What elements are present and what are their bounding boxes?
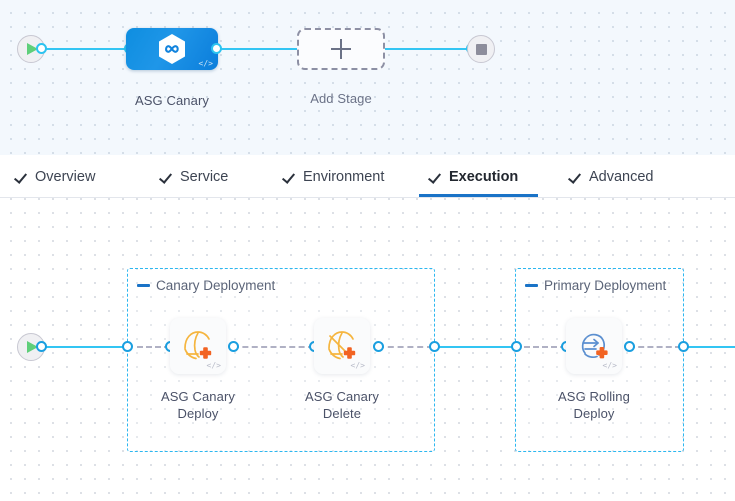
step-label-asg-rolling-deploy: ASG Rolling Deploy [558, 389, 630, 421]
connector-dot-start[interactable] [36, 43, 47, 54]
wire-step1-to-step2 [233, 346, 314, 348]
tab-advanced[interactable]: Advanced [570, 155, 654, 198]
group-title: Canary Deployment [156, 278, 276, 293]
tab-service[interactable]: Service [161, 155, 228, 198]
stage-canvas[interactable]: </> ASG Canary Add Stage [0, 0, 735, 155]
stage-card-asg-canary[interactable]: </> [126, 28, 218, 70]
check-icon [161, 171, 173, 183]
execution-canvas[interactable]: Canary Deployment Primary Deployment [0, 198, 735, 501]
wire-group2-to-next [686, 346, 735, 348]
stop-icon [475, 43, 487, 55]
active-tab-underline [419, 194, 538, 197]
group-label-canary-deployment[interactable]: Canary Deployment [137, 278, 275, 293]
step-code-badge: </> [350, 361, 365, 370]
wire-group1-to-group2 [437, 346, 518, 348]
step-code-badge: </> [602, 361, 617, 370]
wire-exec-start-to-group1 [40, 346, 132, 348]
step-code-badge: </> [206, 361, 221, 370]
plus-icon [331, 39, 351, 59]
connector-dot-step2-out[interactable] [373, 341, 384, 352]
step-label-asg-canary-deploy: ASG Canary Deploy [161, 389, 235, 421]
play-icon [27, 43, 38, 55]
step-label-asg-canary-delete: ASG Canary Delete [305, 389, 379, 421]
group-label-primary-deployment[interactable]: Primary Deployment [525, 278, 666, 293]
step-card-asg-canary-deploy[interactable]: </> [170, 318, 226, 374]
connector-dot-step1-out[interactable] [228, 341, 239, 352]
group-title: Primary Deployment [544, 278, 667, 293]
connector-dot-exec-start[interactable] [36, 341, 47, 352]
wire-step3-to-group2-out [629, 346, 681, 348]
step-card-asg-canary-delete[interactable]: </> [314, 318, 370, 374]
minus-icon[interactable] [525, 284, 538, 287]
connector-dot-stage-out[interactable] [211, 43, 222, 54]
asg-rolling-deploy-icon [581, 333, 608, 359]
wire-group2-in-to-step3 [524, 346, 566, 348]
wire-group1-in-to-step1 [137, 346, 170, 348]
connector-dot-step3-out[interactable] [624, 341, 635, 352]
connector-dot-group2-in[interactable] [511, 341, 522, 352]
connector-dot-group2-out[interactable] [678, 341, 689, 352]
wire-stage-to-addstage [216, 48, 303, 50]
asg-canary-deploy-icon [184, 331, 212, 360]
wire-addstage-to-end [380, 48, 475, 50]
wire-start-to-stage [40, 48, 130, 50]
check-icon [570, 171, 582, 183]
wire-step2-to-group1-out [378, 346, 433, 348]
stage-label-asg-canary: ASG Canary [135, 93, 209, 108]
check-icon [16, 171, 28, 183]
pipeline-end-node[interactable] [467, 35, 495, 63]
asg-canary-delete-icon [328, 331, 356, 360]
tab-execution[interactable]: Execution [430, 155, 518, 198]
add-stage-label: Add Stage [310, 91, 372, 106]
add-stage-button[interactable] [297, 28, 385, 70]
step-card-asg-rolling-deploy[interactable]: </> [566, 318, 622, 374]
check-icon [430, 171, 442, 183]
stage-tab-bar: Overview Service Environment Execution A… [0, 155, 735, 198]
check-icon [284, 171, 296, 183]
harness-hexagon-infinity-icon [157, 33, 187, 65]
tab-environment[interactable]: Environment [284, 155, 384, 198]
stage-code-badge: </> [198, 59, 213, 68]
play-icon [27, 341, 38, 353]
connector-dot-group1-out[interactable] [429, 341, 440, 352]
minus-icon[interactable] [137, 284, 150, 287]
connector-dot-group1-in[interactable] [122, 341, 133, 352]
tab-overview[interactable]: Overview [16, 155, 95, 198]
